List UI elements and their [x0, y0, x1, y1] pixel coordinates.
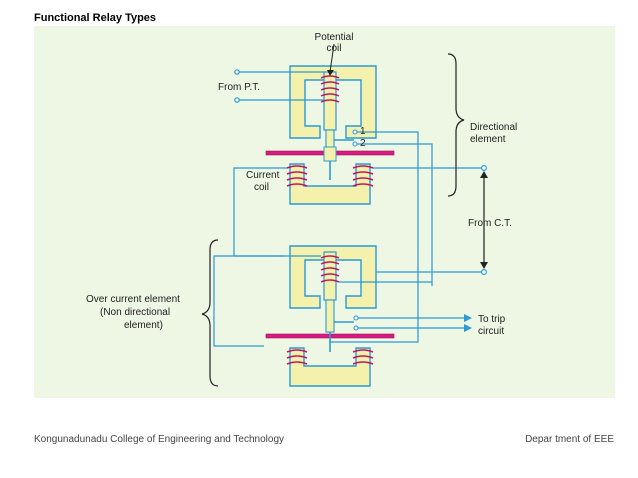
potential-coil-pointer	[329, 43, 335, 73]
overcurrent-brace	[201, 239, 219, 387]
from-ct-label: From C.T.	[468, 218, 512, 229]
contact-1-terminal	[352, 129, 358, 135]
current-coil-label-1: Current	[246, 170, 280, 181]
current-coil-winding-left	[286, 165, 308, 187]
contact-1-wire	[330, 131, 419, 343]
ct-arrowhead-up	[480, 171, 488, 178]
ct-terminal-top	[481, 165, 488, 172]
from-pt-label: From P.T.	[218, 82, 260, 93]
trip-arrowhead-bottom	[464, 324, 472, 332]
overcurrent-label-1: Over current element	[86, 294, 180, 305]
trip-arrowhead-top	[464, 314, 472, 322]
bottom-spindle	[325, 299, 335, 333]
footer-department: Depar tment of EEE	[525, 434, 614, 445]
relay-diagram: Potential coil From P.T. 1 2 Directional…	[34, 26, 615, 398]
current-coil-winding-right	[352, 165, 374, 187]
bottom-winding-right	[352, 349, 374, 365]
directional-brace	[447, 53, 465, 197]
to-trip-label-2: circuit	[478, 326, 504, 337]
current-coil-core	[289, 163, 371, 205]
to-trip-label-1: To trip	[478, 314, 506, 325]
potential-coil-label-2: coil	[326, 43, 341, 54]
overcurrent-coil-winding	[320, 255, 340, 283]
contact-2-label: 2	[360, 138, 366, 149]
potential-coil-label-1: Potential	[315, 32, 354, 43]
ct-terminal-bottom	[481, 269, 488, 276]
trip-terminal-top	[353, 315, 359, 321]
overcurrent-centre-leg	[323, 251, 337, 301]
directional-label-1: Directional	[470, 122, 517, 133]
relay-diagram-svg: Potential coil From P.T. 1 2 Directional…	[34, 26, 615, 398]
overcurrent-label-2: (Non directional	[100, 307, 170, 318]
current-coil-label-2: coil	[254, 182, 269, 193]
contact-2-terminal	[352, 141, 358, 147]
contact-1-label: 1	[360, 126, 366, 137]
trip-terminal-bottom	[353, 325, 359, 331]
top-disc-hub	[323, 146, 337, 162]
overcurrent-wire-left	[213, 255, 321, 347]
directional-label-2: element	[470, 134, 506, 145]
bottom-damping-core	[289, 347, 371, 387]
potential-coil-core	[289, 65, 377, 139]
ct-arrowhead-down	[480, 262, 488, 269]
slide-title: Functional Relay Types	[34, 12, 157, 24]
bottom-winding-left	[286, 349, 308, 365]
contact-2-wire	[357, 143, 433, 286]
footer-college: Kongunadunadu College of Engineering and…	[34, 434, 285, 445]
overcurrent-label-3: element)	[124, 320, 163, 331]
potential-coil-arrowhead	[327, 70, 334, 76]
